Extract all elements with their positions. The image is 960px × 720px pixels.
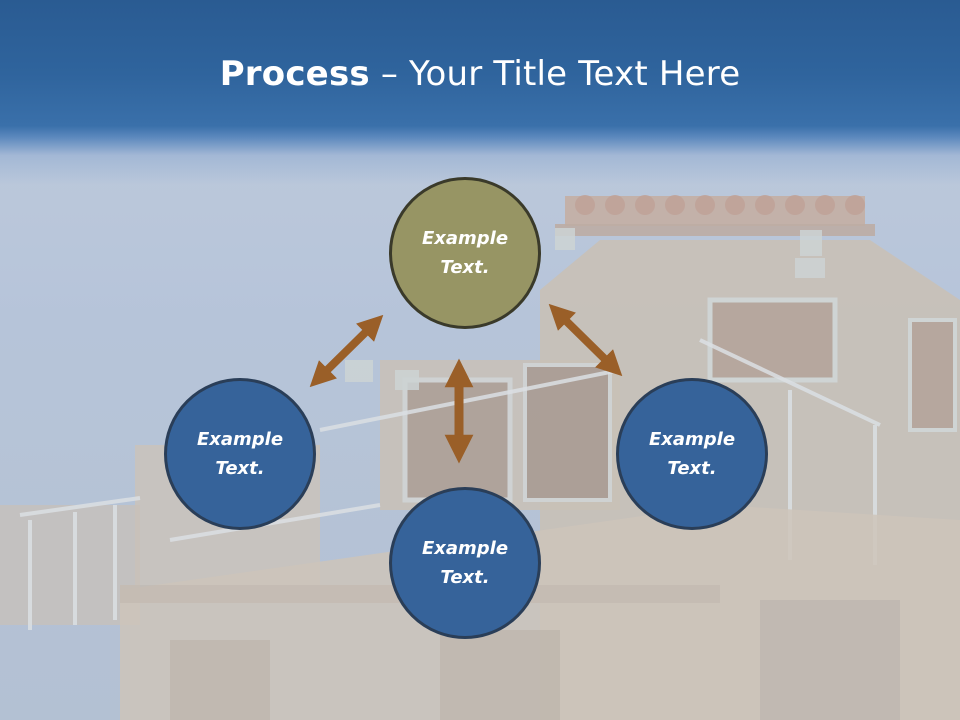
process-node-left: Example Text. [164,378,316,530]
process-node-bottom-label: Example Text. [421,538,509,588]
process-node-left-label: Example Text. [196,429,284,479]
slide-title: Process – Your Title Text Here [0,52,960,96]
slide-title-rest: – Your Title Text Here [369,54,741,94]
title-band [0,0,960,185]
process-node-bottom: Example Text. [389,487,541,639]
process-node-right-label: Example Text. [648,429,736,479]
process-node-top: Example Text. [389,177,541,329]
process-node-right: Example Text. [616,378,768,530]
process-node-top-label: Example Text. [421,228,509,278]
slide-title-bold: Process [219,54,370,94]
